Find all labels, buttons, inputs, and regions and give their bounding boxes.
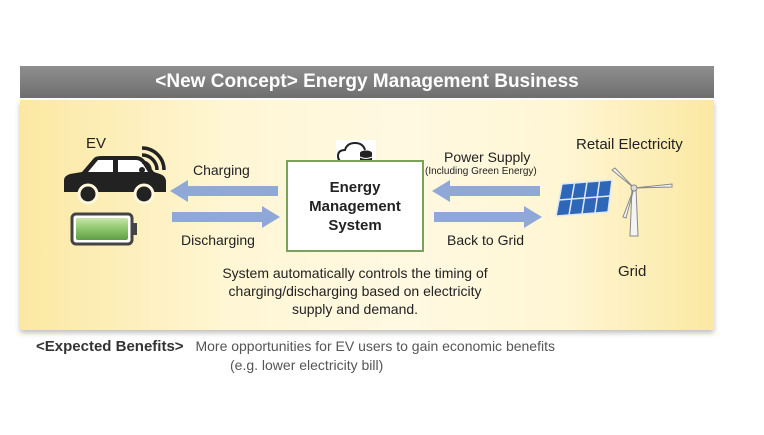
battery-icon (70, 212, 137, 246)
page-title: <New Concept> Energy Management Business (155, 71, 579, 92)
expected-benefits: <Expected Benefits> More opportunities f… (36, 338, 555, 355)
back-to-grid-label: Back to Grid (447, 232, 525, 248)
power-supply-label: Power Supply (444, 149, 531, 165)
benefits-heading: <Expected Benefits> (36, 338, 184, 355)
car-icon (64, 156, 166, 205)
back-to-grid-arrow (434, 206, 542, 228)
wind-turbine-icon (611, 167, 673, 237)
solar-panel-icon (555, 179, 613, 217)
grid-label: Grid (618, 263, 647, 280)
system-description: System automatically controls the timing… (222, 265, 488, 317)
benefits-line-2: (e.g. lower electricity bill) (230, 357, 384, 373)
power-supply-arrow (432, 180, 540, 202)
charging-arrow (170, 180, 278, 202)
green-energy-note: (Including Green Energy) (425, 166, 537, 177)
ev-label: EV (86, 135, 107, 152)
discharging-arrow (172, 206, 280, 228)
benefits-line-1: More opportunities for EV users to gain … (195, 338, 555, 354)
title-bar: <New Concept> Energy Management Business (20, 66, 714, 98)
charging-label: Charging (193, 162, 250, 178)
ems-label: Energy Management System (309, 178, 401, 234)
energy-management-system-box: Energy Management System (286, 160, 424, 252)
retail-electricity-label: Retail Electricity (576, 136, 683, 153)
wireless-signal-icon (139, 146, 166, 173)
discharging-label: Discharging (181, 232, 255, 248)
